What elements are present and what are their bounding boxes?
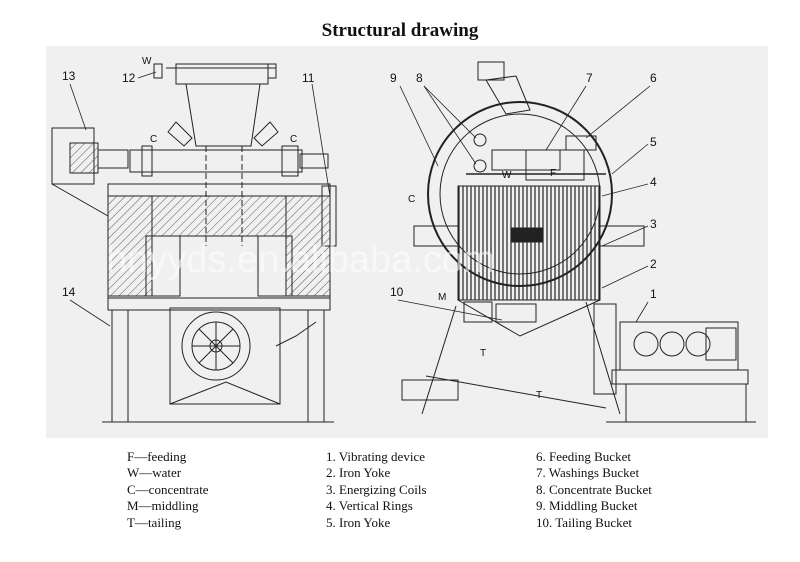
feed-chute [485,75,531,115]
vibrating-device-box [619,321,739,371]
main-shaft [129,149,303,173]
yoke-hatch-top [151,195,287,237]
coil-right [257,235,293,297]
legend-parts-6-10: 6. Feeding Bucket 7. Washings Bucket 8. … [536,449,652,531]
vibration-motor [705,327,737,361]
shaft-bearing-right [281,145,299,177]
ring-bottom-sector [511,227,543,243]
shaft-end-cap [299,153,329,169]
callout-14: 14 [62,285,76,299]
legend-part-2: 2. Iron Yoke [326,465,391,481]
legend-stream-symbols: F—feeding W—water C—concentrate M—middli… [127,449,209,531]
callout-6: 6 [650,71,657,85]
feed-box [477,61,505,81]
stream-label-t-2: T [536,390,542,401]
callout-4: 4 [650,175,657,189]
callout-2: 2 [650,257,657,271]
right-leg [307,310,325,422]
callout-5: 5 [650,135,657,149]
feed-hopper [185,83,261,147]
coil-left [145,235,181,297]
legend-part-10: 10. Tailing Bucket [536,514,632,530]
vibration-base [611,369,749,385]
lower-yoke-right [599,225,645,247]
tailing-outlet [401,379,459,401]
callout-8: 8 [416,71,423,85]
water-inlet-left [153,63,163,79]
legend-item-middling: M—middling [127,498,199,514]
vibration-housing [169,307,281,405]
tailing-pipe [275,321,317,347]
gear-3 [685,331,711,357]
vibration-wheel [181,311,251,381]
legend-item-concentrate: C—concentrate [127,481,209,497]
page-title: Structural drawing [321,20,479,41]
left-leg [111,310,129,422]
left-support-brace [51,183,109,217]
top-hopper-frame [175,63,269,85]
stream-label-c-left: C [150,134,157,145]
washings-bucket [525,149,585,181]
legend-parts-1-5: 1. Vibrating device 2. Iron Yoke 3. Ener… [326,449,427,531]
right-view-callouts: 9 8 7 6 5 4 3 2 1 10 C W F M T T [390,71,657,401]
middling-box [463,301,493,323]
concentrate-chute-left [167,121,193,147]
tailing-box [495,303,537,323]
stream-label-c: C [408,194,415,205]
gear-1 [633,331,659,357]
stream-label-m: M [438,292,446,303]
support-legs [421,301,621,415]
stream-label-w-right: W [502,170,512,181]
legend-part-6: 6. Feeding Bucket [536,449,631,464]
legend-item-feeding: F—feeding [127,449,187,464]
motor-coupling [69,142,99,174]
callout-9: 9 [390,71,397,85]
legend-part-7: 7. Washings Bucket [536,465,640,481]
callout-13: 13 [62,69,76,83]
concentrate-valve [473,159,487,173]
structural-drawing-panel: 13 12 11 14 W C C [46,46,768,438]
concentrate-chute-right [253,121,279,147]
stream-label-c-right: C [290,134,297,145]
legend-part-1: 1. Vibrating device [326,449,425,464]
lower-yoke-left [413,225,459,247]
stream-label-f: F [550,168,556,179]
stream-label-w: W [142,56,152,67]
legend-item-water: W—water [127,465,182,481]
legend-part-3: 3. Energizing Coils [326,481,427,497]
left-view-callouts: 13 12 11 14 W C C [62,56,331,327]
legend-part-4: 4. Vertical Rings [326,498,413,514]
left-side-view [51,63,337,423]
drawing-svg: 13 12 11 14 W C C [51,56,756,423]
middling-valve [473,133,487,147]
water-inlet-right [267,63,277,79]
legend-part-8: 8. Concentrate Bucket [536,481,652,497]
right-front-view [401,61,756,423]
callout-11: 11 [302,71,315,85]
legend-part-9: 9. Middling Bucket [536,498,638,514]
drive-shaft-box [97,149,129,169]
callout-12: 12 [122,71,136,85]
side-panel [321,185,337,247]
feeding-bucket [565,135,597,151]
watermark-text: hnyyds.en.alibaba.com [106,239,495,281]
tailing-hopper [457,299,601,337]
callout-3: 3 [650,217,657,231]
gear-2 [659,331,685,357]
callout-1: 1 [650,287,657,301]
legend-item-tailing: T—tailing [127,514,182,530]
pulsation-column [593,303,617,395]
legend-part-5: 5. Iron Yoke [326,514,391,530]
base-frame-top [107,297,331,311]
shaft-bearing-left [141,145,153,177]
callout-7: 7 [586,71,593,85]
stream-label-t-1: T [480,348,486,359]
callout-10: 10 [390,285,404,299]
yoke-hatch-left [107,195,153,297]
